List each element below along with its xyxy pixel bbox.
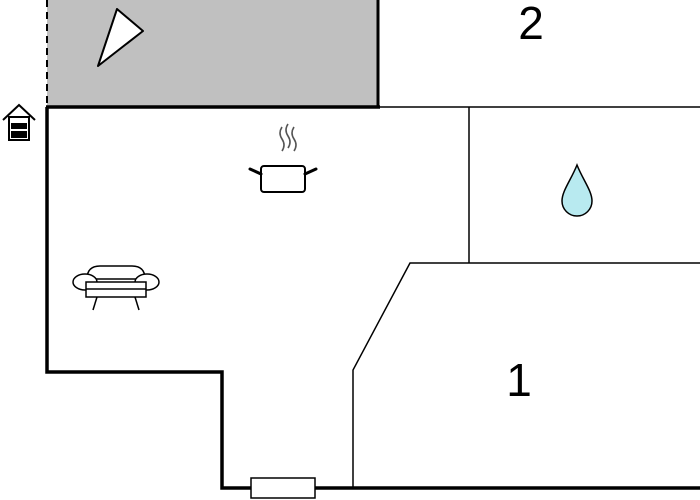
bathroom-water-drop-icon [561,162,593,217]
terrace [46,0,380,108]
terrace-triangle-icon [97,8,144,67]
kitchen-pot-icon [248,123,318,193]
room-2-number: 2 [518,0,544,49]
window-icon [250,477,316,499]
terrace-area [47,0,379,107]
entrance-house-icon [2,103,36,141]
outer-wall [45,107,700,490]
room-1-number: 1 [506,354,532,406]
living-room-sofa-icon [72,265,160,311]
bedroom-1-wall [352,262,700,488]
interior-walls [352,106,700,488]
